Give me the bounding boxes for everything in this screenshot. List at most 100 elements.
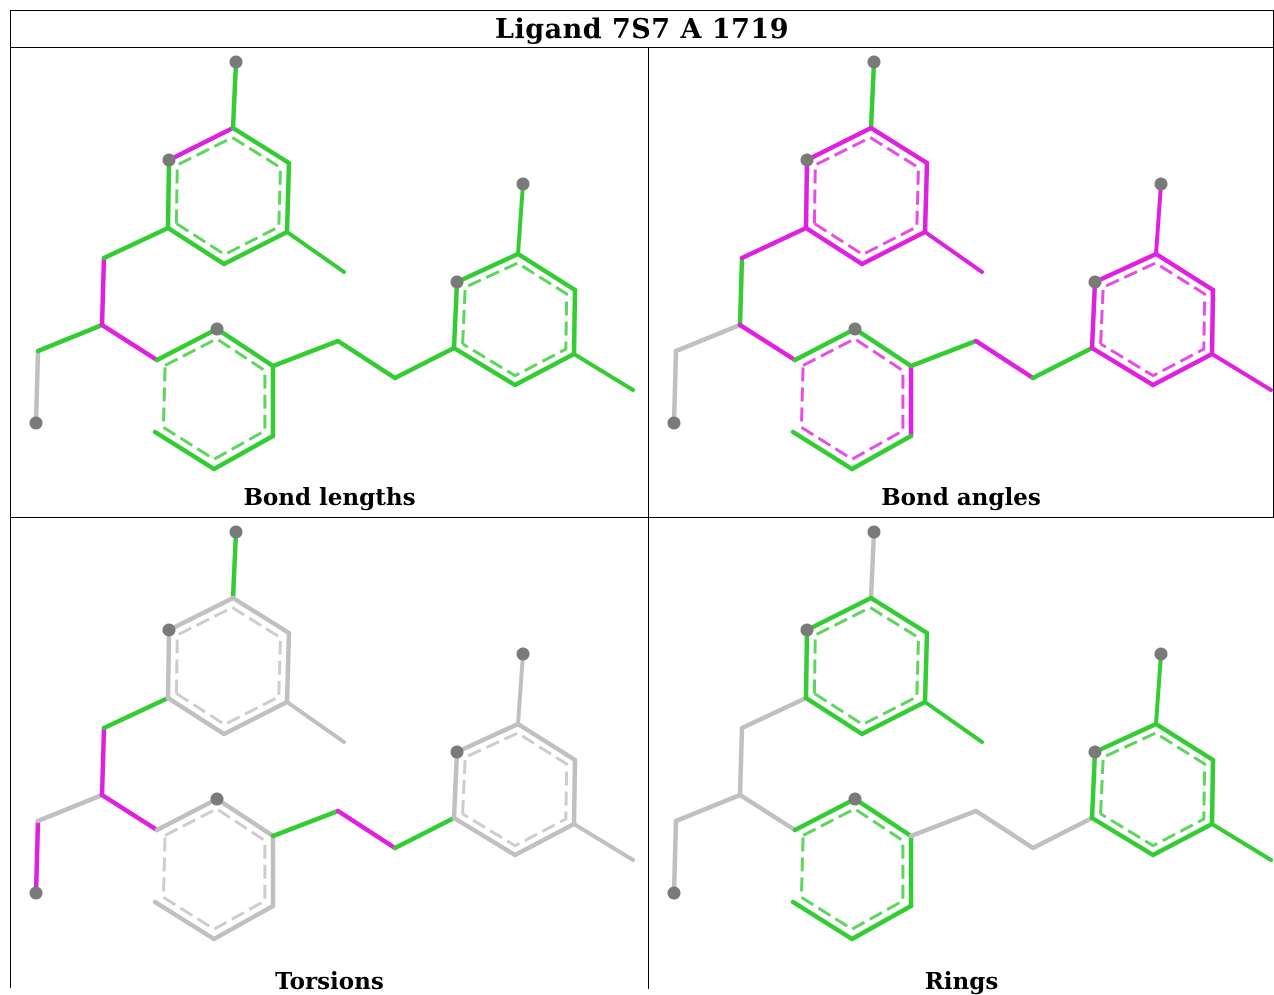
bond-angles-bond-13 [792,326,858,363]
torsions-bond-16 [211,903,276,942]
bond-angles-bond-24 [1209,287,1216,357]
torsions-ring-2-aromatic-dash [161,807,267,931]
torsions-atom-4 [210,792,224,806]
torsions-bond-2 [35,792,105,824]
bond-angles-substituent-bond-1 [923,230,984,274]
bond-angles-bond-18 [908,338,979,369]
bond-lengths-bond-7 [166,125,236,163]
rings-atom-5 [1088,745,1102,759]
caption-torsions: Torsions [275,968,384,995]
rings-bond-26 [1089,815,1156,858]
bond-angles-bond-22 [1092,251,1159,285]
bond-angles-ring-2-aromatic-dash [799,337,905,461]
rings-atom-3 [867,525,881,539]
torsions-bond-10 [221,699,290,737]
rings-atom-4 [848,792,862,806]
bond-lengths-atom-6 [516,177,530,191]
bond-lengths-atom-4 [210,322,224,336]
rings-ring-2-aromatic-dash [799,807,905,931]
torsions-bond-6 [165,627,172,701]
rings-substituent-bond-3 [1210,822,1273,862]
bond-lengths-bond-24 [571,287,578,357]
torsions-substituent-bond-1 [285,700,346,744]
bond-lengths-substituent-bond-1 [285,230,346,274]
bond-angles-bond-8 [868,125,930,166]
bond-lengths-ring-1-aromatic-dash [174,135,283,257]
rings-bond-25 [1150,821,1215,858]
title-row: Ligand 7S7 A 1719 [11,11,1274,48]
rings-bond-6 [803,627,810,701]
rings-bond-9 [922,630,930,705]
torsions-substituent-bond-3 [572,822,635,862]
bond-angles-bond-17 [790,429,855,472]
torsions-atom-3 [229,525,243,539]
bond-lengths-atom-3 [229,55,243,69]
bond-angles-bond-25 [1150,351,1215,388]
bond-angles-bond-14 [852,326,914,369]
rings-ring-1-aromatic-dash [812,605,921,727]
molecule-bond-lengths [29,55,635,472]
bond-lengths-bond-1 [33,348,41,426]
torsions-bond-1 [33,818,41,896]
bond-lengths-bond-21 [451,279,460,351]
torsions-ring-3-aromatic-dash [461,731,569,848]
bond-angles-bond-21 [1089,279,1098,351]
torsions-ring-1-aromatic-dash [174,605,283,727]
bond-lengths-ring-2-aromatic-dash [161,337,267,461]
rings-bond-4 [739,695,809,731]
torsions-atom-1 [29,886,43,900]
bond-angles-atom-4 [848,322,862,336]
torsions-bond-3 [99,725,107,798]
rings-bond-14 [852,796,914,839]
torsions-bond-26 [451,815,518,858]
torsions-bond-8 [230,595,292,636]
bond-lengths-bond-8 [230,125,292,166]
bond-lengths-bond-14 [214,326,276,369]
rings-atom-1 [667,886,681,900]
bond-lengths-bond-17 [152,429,217,472]
bond-angles-atom-1 [667,416,681,430]
bond-angles-bond-7 [804,125,874,163]
panel-rings: Rings [649,518,1274,995]
torsions-bond-20 [392,815,457,851]
torsions-bond-21 [451,749,460,821]
torsions-bond-5 [230,529,239,601]
bond-angles-bond-6 [803,157,810,231]
bond-angles-atom-5 [1088,275,1102,289]
rings-bond-1 [671,818,679,896]
bond-lengths-atom-5 [450,275,464,289]
torsions-bond-17 [152,899,217,942]
rings-bond-3 [737,725,745,798]
rings-bond-5 [868,529,877,601]
bond-lengths-substituent-bond-2 [516,182,525,256]
torsions-bond-22 [454,721,521,755]
rings-bond-2 [673,792,743,824]
bond-angles-substituent-bond-2 [1154,182,1163,256]
bond-lengths-bond-26 [451,345,518,388]
rings-bond-18 [908,808,979,839]
bond-angles-bond-2 [673,322,743,354]
bond-angles-bond-9 [922,160,930,235]
bond-lengths-bond-20 [392,345,457,381]
bond-angles-ring-1-aromatic-dash [812,135,921,257]
rings-bond-24 [1209,757,1216,827]
bond-angles-atom-6 [1154,177,1168,191]
molecule-bond-angles [667,55,1273,472]
panel-bond-angles: Bond angles [649,48,1274,518]
molecule-torsions [29,525,635,942]
bond-lengths-bond-22 [454,251,521,285]
bond-angles-bond-16 [849,433,914,472]
rings-ring-3-aromatic-dash [1099,731,1207,848]
bond-lengths-bond-3 [99,255,107,328]
bond-angles-bond-10 [859,229,928,267]
rings-substituent-bond-1 [923,700,984,744]
bond-angles-bond-3 [737,255,745,328]
rings-bond-12 [737,792,798,833]
torsions-bond-14 [214,796,276,839]
bond-lengths-bond-25 [512,351,577,388]
panel-torsions: Torsions [11,518,649,995]
bond-lengths-bond-6 [165,157,172,231]
bond-angles-bond-5 [868,59,877,131]
bond-lengths-bond-16 [211,433,276,472]
bond-angles-atom-3 [867,55,881,69]
